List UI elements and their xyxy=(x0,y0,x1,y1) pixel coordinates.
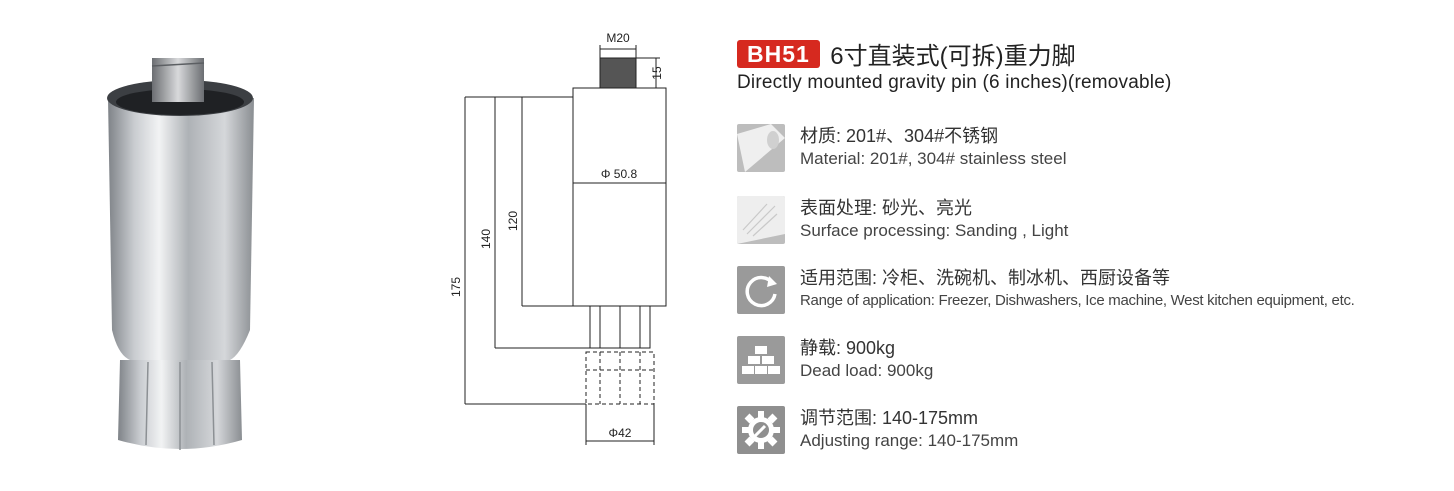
spec-surface-en: Surface processing: Sanding , Light xyxy=(800,221,1069,240)
product-header: BH51 6寸直装式(可拆)重力脚 xyxy=(737,36,1076,71)
spec-adjusting-range-en: Adjusting range: 140-175mm xyxy=(800,431,1019,450)
bricks-icon xyxy=(737,336,785,384)
rotate-icon xyxy=(737,266,785,314)
height-140-label: 140 xyxy=(479,229,493,249)
height-120-label: 120 xyxy=(506,211,520,231)
spec-application-cn: 适用范围: 冷柜、洗碗机、制冰机、西厨设备等 xyxy=(800,268,1170,288)
thread-label: M20 xyxy=(606,31,630,45)
product-photo xyxy=(107,58,254,450)
spec-material-en: Material: 201#, 304# stainless steel xyxy=(800,149,1067,168)
spec-material-cn: 材质: 201#、304#不锈钢 xyxy=(800,126,999,146)
foot-diameter-label: Φ42 xyxy=(609,426,632,440)
technical-drawing: M20 15 Φ 50.8 120 140 175 Φ42 xyxy=(449,31,667,445)
material-icon xyxy=(737,124,785,172)
surface-icon xyxy=(737,196,785,244)
height-175-label: 175 xyxy=(449,277,463,297)
spec-adjusting-range-cn: 调节范围: 140-175mm xyxy=(800,408,979,428)
thread-length-label: 15 xyxy=(650,66,664,80)
product-title-cn: 6寸直装式(可拆)重力脚 xyxy=(830,43,1076,70)
spec-application-en: Range of application: Freezer, Dishwashe… xyxy=(800,292,1355,309)
spec-dead-load-cn: 静载: 900kg xyxy=(800,338,896,358)
gear-wrench-icon xyxy=(737,406,785,454)
product-title-en: Directly mounted gravity pin (6 inches)(… xyxy=(737,72,1172,93)
body-diameter-label: Φ 50.8 xyxy=(601,167,638,181)
spec-surface-cn: 表面处理: 砂光、亮光 xyxy=(800,198,973,218)
spec-dead-load-en: Dead load: 900kg xyxy=(800,361,934,380)
model-badge: BH51 xyxy=(737,39,820,68)
